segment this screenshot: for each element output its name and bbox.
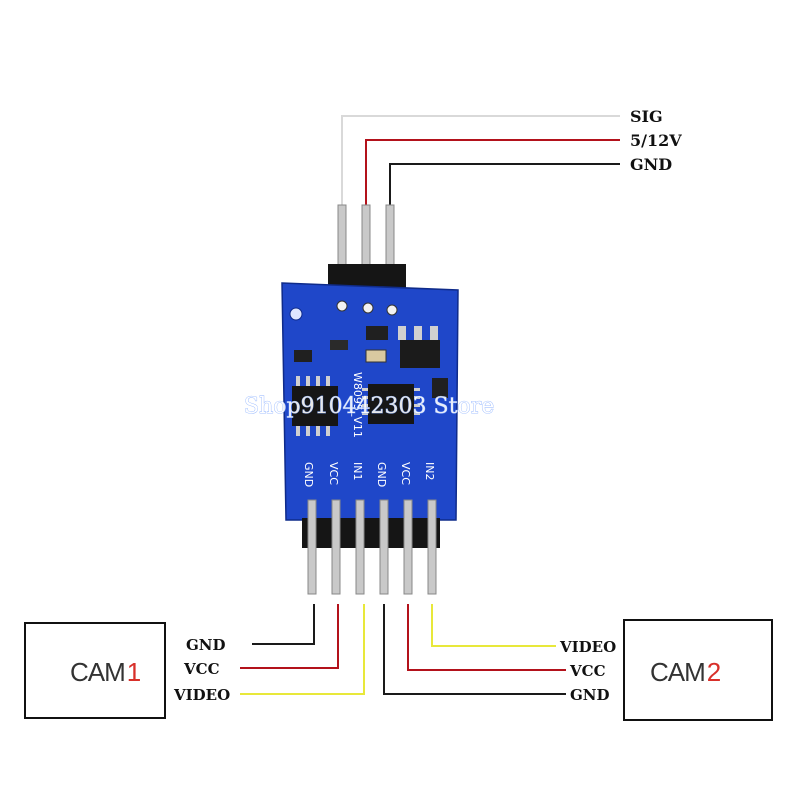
cam1: CAM1 GND VCC VIDEO: [24, 622, 230, 719]
bottom-header: [302, 499, 440, 595]
cam1-box: [24, 622, 166, 719]
bottom-pin: [403, 499, 413, 595]
chip-leg: [414, 326, 422, 340]
chip-leg: [430, 326, 438, 340]
cam1-video-wire: [240, 604, 365, 695]
cam2-video-label: VIDEO: [559, 638, 616, 656]
pin-label-in2: IN2: [423, 462, 436, 480]
cam2: CAM2 VIDEO VCC GND: [559, 619, 773, 721]
small-component: [432, 378, 448, 398]
small-component: [366, 326, 388, 340]
via-pad: [362, 302, 374, 314]
cam2-gnd-wire: [383, 604, 566, 695]
sig-wire: [341, 115, 620, 212]
pin-labels: GND VCC IN1 GND VCC IN2: [302, 462, 436, 487]
cam2-box: [623, 619, 773, 721]
bottom-pin: [307, 499, 317, 595]
pin-label-gnd2: GND: [375, 462, 388, 487]
bottom-pin: [427, 499, 437, 595]
cam1-gnd-wire: [252, 604, 315, 645]
pin-label-gnd1: GND: [302, 462, 315, 487]
via-pad: [336, 300, 348, 312]
cam1-vcc-wire: [240, 604, 339, 669]
bottom-pin: [355, 499, 365, 595]
bottom-pin: [379, 499, 389, 595]
cam2-video-wire: [431, 604, 556, 647]
small-component: [365, 349, 387, 363]
power-label: 5/12V: [630, 131, 682, 150]
cam1-video-label: VIDEO: [173, 686, 230, 704]
pin-label-in1: IN1: [351, 462, 364, 480]
pcb-board: W8095_V11 GND VCC IN1 GND VCC IN2: [281, 282, 459, 521]
power-wire: [365, 139, 620, 212]
bottom-header-housing: [302, 518, 440, 548]
cam2-prefix: CAM: [650, 657, 705, 687]
cam2-gnd-label: GND: [570, 686, 610, 704]
cam1-number: 1: [127, 657, 141, 687]
via-pad: [386, 304, 398, 316]
cam1-prefix: CAM: [70, 657, 125, 687]
right-ic: [368, 384, 414, 424]
gnd-label-top: GND: [630, 155, 672, 174]
bottom-pin: [331, 499, 341, 595]
bottom-wires: [240, 604, 566, 695]
cam1-gnd-label: GND: [186, 636, 226, 654]
mount-hole: [289, 307, 303, 321]
top-pin: [337, 204, 347, 268]
top-header: [328, 204, 406, 294]
chip-leg: [398, 326, 406, 340]
left-ic-legs: [296, 376, 330, 436]
cam1-vcc-label: VCC: [183, 660, 220, 678]
gnd-wire-top: [389, 163, 620, 212]
right-ic-legs: [362, 388, 420, 415]
board-marking: W8095_V11: [351, 372, 364, 438]
top-wires: SIG 5/12V GND: [341, 107, 682, 212]
top-pin: [361, 204, 371, 268]
cam2-number: 2: [707, 657, 721, 687]
pin-label-vcc2: VCC: [399, 462, 412, 485]
top-pin: [385, 204, 395, 268]
cam2-vcc-label: VCC: [569, 662, 606, 680]
cam2-vcc-wire: [407, 604, 566, 671]
pin-label-vcc1: VCC: [327, 462, 340, 485]
small-component: [294, 350, 312, 362]
left-ic: [292, 386, 338, 426]
cam1-title: CAM1: [70, 657, 141, 687]
small-component: [330, 340, 348, 350]
cam2-title: CAM2: [650, 657, 721, 687]
regulator-chip: [400, 340, 440, 368]
store-watermark: Shop910442303 Store: [244, 394, 494, 419]
sig-label: SIG: [630, 107, 663, 126]
